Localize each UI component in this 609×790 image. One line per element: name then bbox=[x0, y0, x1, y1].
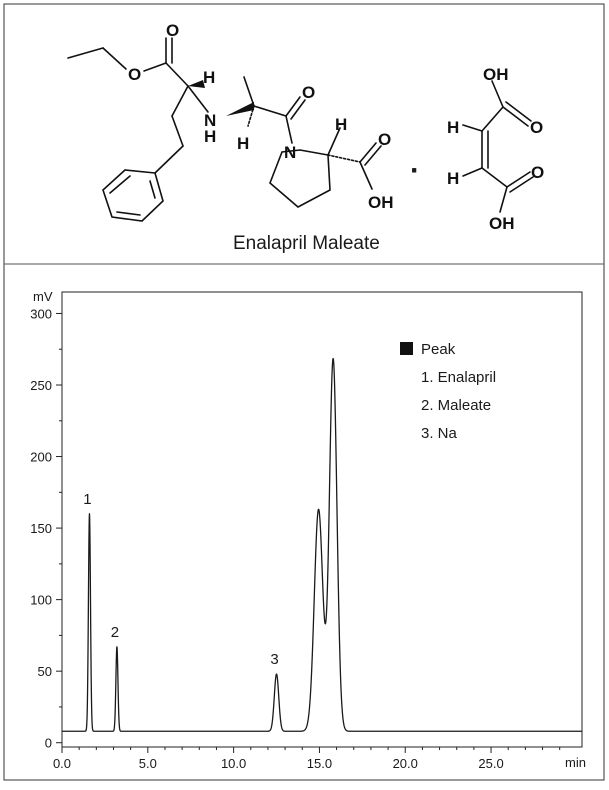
compound-name: Enalapril Maleate bbox=[233, 233, 380, 254]
y-tick-label: 50 bbox=[38, 664, 52, 679]
y-tick-label: 250 bbox=[30, 378, 52, 393]
atom-o: O bbox=[378, 130, 391, 149]
hashed-wedge-bond bbox=[226, 102, 254, 116]
x-tick-label: 10.0 bbox=[221, 756, 246, 771]
legend: Peak 1. Enalapril 2. Maleate 3. Na bbox=[400, 341, 496, 442]
y-tick-label: 300 bbox=[30, 306, 52, 321]
atom-oh: OH bbox=[368, 193, 394, 212]
atom-h: H bbox=[237, 134, 249, 153]
plot-area bbox=[61, 291, 583, 748]
legend-title: Peak bbox=[421, 341, 456, 358]
x-tick-label: 5.0 bbox=[139, 756, 157, 771]
x-tick-label: 15.0 bbox=[307, 756, 332, 771]
legend-marker bbox=[400, 342, 413, 355]
atom-o: O bbox=[302, 83, 315, 102]
atom-oh: OH bbox=[489, 214, 515, 233]
y-axis-label: mV bbox=[33, 289, 53, 304]
atom-h: H bbox=[335, 115, 347, 134]
atom-h: H bbox=[203, 68, 215, 87]
y-tick-label: 0 bbox=[45, 736, 52, 751]
peak-label: 3 bbox=[270, 651, 278, 668]
atom-oh: OH bbox=[483, 65, 509, 84]
atom-o: O bbox=[128, 65, 141, 84]
legend-item: 1. Enalapril bbox=[421, 369, 496, 386]
legend-item: 2. Maleate bbox=[421, 397, 491, 414]
maleate-structure: OH O H H O OH bbox=[447, 65, 544, 233]
x-axis: 0.0 5.0 10.0 15.0 20.0 25.0 bbox=[53, 747, 561, 771]
x-tick-label: 25.0 bbox=[478, 756, 503, 771]
atom-h: H bbox=[447, 118, 459, 137]
chromatogram: mV min 0 50 100 150 200 250 300 0.0 5.0 10.0 15.0… bbox=[30, 289, 586, 771]
y-tick-label: 200 bbox=[30, 450, 52, 465]
atom-h: H bbox=[447, 169, 459, 188]
atom-o: O bbox=[531, 163, 544, 182]
legend-item: 3. Na bbox=[421, 425, 458, 442]
atom-n: N bbox=[204, 111, 216, 130]
wedge-bond bbox=[188, 80, 205, 88]
y-tick-label: 100 bbox=[30, 593, 52, 608]
atom-h: H bbox=[204, 127, 216, 146]
y-tick-label: 150 bbox=[30, 521, 52, 536]
figure-border bbox=[3, 3, 605, 781]
y-axis: 0 50 100 150 200 250 300 bbox=[30, 306, 62, 751]
x-axis-label: min bbox=[565, 755, 586, 770]
x-tick-label: 20.0 bbox=[393, 756, 418, 771]
enalapril-structure: O O H N H H O N H O OH Enalapril Maleate bbox=[67, 21, 394, 254]
peak-labels: 1 2 3 bbox=[83, 491, 278, 668]
salt-separator-dot: · bbox=[410, 154, 420, 187]
peak-label: 2 bbox=[111, 624, 119, 641]
atom-n: N bbox=[284, 143, 296, 162]
x-tick-label: 0.0 bbox=[53, 756, 71, 771]
chromatogram-trace bbox=[61, 357, 583, 732]
peak-label: 1 bbox=[83, 491, 91, 508]
atom-o: O bbox=[530, 118, 543, 137]
atom-o: O bbox=[166, 21, 179, 40]
